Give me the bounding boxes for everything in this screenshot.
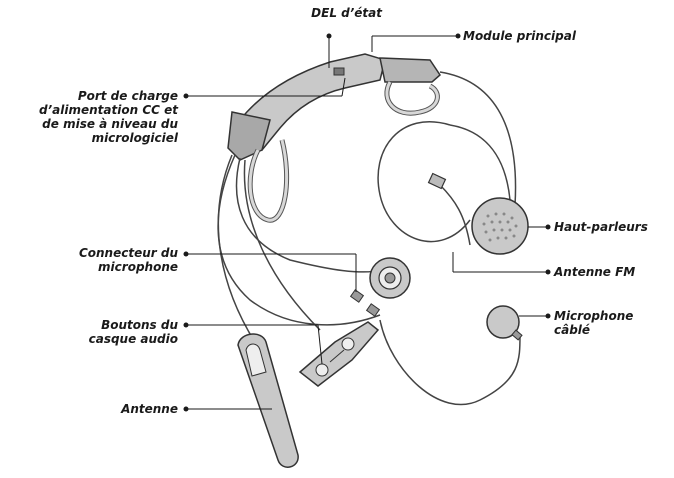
wired-mic [487, 306, 522, 340]
label-speakers: Haut-parleurs [554, 220, 669, 234]
boom-antenna [238, 334, 298, 467]
fm-antenna-tip [429, 174, 446, 189]
mic-connector [351, 258, 410, 316]
label-wired-microphone: Microphone câblé [554, 309, 669, 337]
speaker [472, 198, 528, 254]
label-mic-connector: Connecteur du microphone [8, 246, 178, 274]
label-fm-antenna: Antenne FM [554, 265, 669, 279]
label-main-module: Module principal [463, 29, 663, 43]
status-led-indicator [334, 68, 344, 75]
headset-buttons [300, 322, 378, 386]
label-charging-port: Port de charge d’alimentation CC et de m… [8, 89, 178, 145]
label-headset-buttons: Boutons du casque audio [8, 318, 178, 346]
label-antenna: Antenne [8, 402, 178, 416]
label-status-led: DEL d’état [262, 6, 382, 20]
main-module [228, 54, 440, 160]
